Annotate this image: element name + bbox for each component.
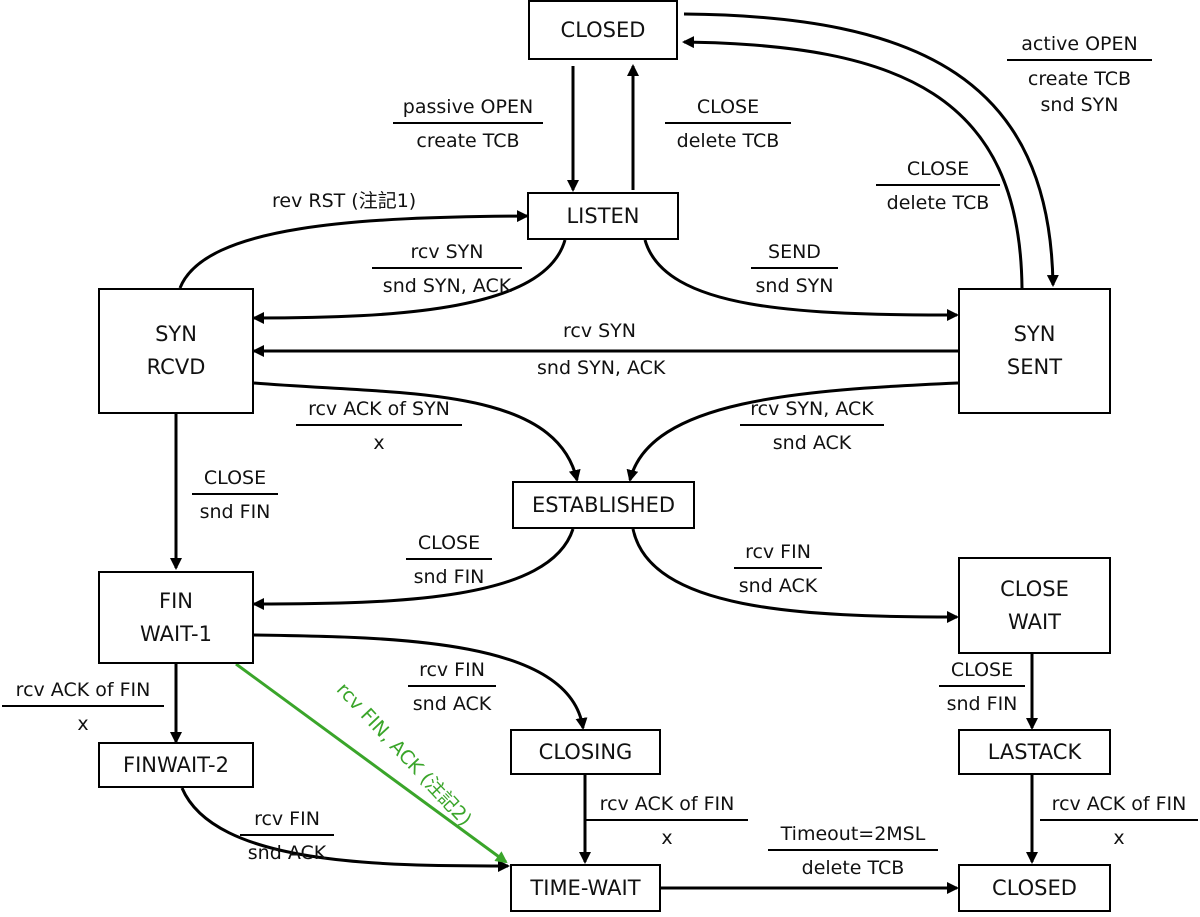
label-close-delete-synsent: CLOSE delete TCB bbox=[876, 158, 1000, 214]
label-rcv-ack-of-fin-fw1: rcv ACK of FIN x bbox=[2, 679, 164, 735]
label-divider bbox=[1040, 819, 1198, 821]
label-timeout: Timeout=2MSL delete TCB bbox=[768, 823, 938, 879]
label-divider bbox=[240, 834, 334, 836]
state-syn-rcvd: SYN RCVD bbox=[98, 288, 254, 414]
label-rcv-fin-est: rcv FIN snd ACK bbox=[734, 541, 822, 597]
label-rcv-syn-synsent-event: rcv SYN bbox=[563, 320, 637, 342]
arrow-rcv-syn-ack bbox=[626, 381, 959, 482]
arrow-rcv-fin-ack-green bbox=[235, 662, 508, 864]
state-established: ESTABLISHED bbox=[512, 481, 695, 529]
state-time-wait: TIME-WAIT bbox=[510, 864, 661, 912]
label-divider bbox=[408, 685, 496, 687]
label-divider bbox=[876, 184, 1000, 186]
arrow-rcv-fin-est bbox=[631, 528, 959, 623]
arrow-close-est bbox=[252, 528, 575, 610]
label-passive-open: passive OPEN create TCB bbox=[393, 96, 543, 152]
label-rcv-ack-of-syn: rcv ACK of SYN x bbox=[296, 398, 462, 454]
arrow-rcv-ack-of-syn bbox=[253, 381, 581, 482]
label-close-delete: CLOSE delete TCB bbox=[665, 96, 791, 152]
arrow-active-open bbox=[683, 12, 1059, 287]
label-divider bbox=[372, 267, 522, 269]
state-closed-bottom: CLOSED bbox=[958, 864, 1111, 912]
label-rcv-syn-ack: rcv SYN, ACK snd ACK bbox=[740, 398, 884, 454]
arrow-rev-rst bbox=[178, 210, 529, 289]
label-divider bbox=[296, 424, 462, 426]
label-divider bbox=[740, 424, 884, 426]
label-rev-rst: rev RST (注記1) bbox=[272, 190, 417, 212]
label-rcv-syn-listen: rcv SYN snd SYN, ACK bbox=[372, 241, 522, 297]
label-rcv-fin-fw1: rcv FIN snd ACK bbox=[408, 659, 496, 715]
label-close-snd-fin-cw: CLOSE snd FIN bbox=[939, 659, 1025, 715]
label-rcv-ack-of-fin-lastack: rcv ACK of FIN x bbox=[1040, 793, 1198, 849]
label-rcv-fin-fw2: rcv FIN snd ACK bbox=[240, 808, 334, 864]
label-close-snd-fin-est: CLOSE snd FIN bbox=[406, 532, 492, 588]
state-fin-wait-1: FIN WAIT-1 bbox=[98, 571, 254, 664]
state-syn-sent: SYN SENT bbox=[958, 288, 1111, 414]
label-active-open: active OPEN create TCB snd SYN bbox=[1007, 33, 1152, 118]
state-finwait-2: FINWAIT-2 bbox=[98, 742, 254, 788]
label-divider bbox=[734, 567, 822, 569]
label-divider bbox=[665, 122, 791, 124]
label-divider bbox=[768, 849, 938, 851]
label-divider bbox=[2, 705, 164, 707]
label-divider bbox=[406, 558, 492, 560]
label-divider bbox=[192, 493, 278, 495]
label-rcv-syn-synsent-action: snd SYN, ACK bbox=[537, 357, 666, 379]
label-divider bbox=[751, 267, 838, 269]
arrow-rcv-fin-fw1 bbox=[253, 633, 588, 730]
state-closing: CLOSING bbox=[510, 729, 661, 775]
state-closed-top: CLOSED bbox=[528, 0, 678, 60]
state-close-wait: CLOSE WAIT bbox=[958, 557, 1111, 654]
state-listen: LISTEN bbox=[527, 192, 679, 240]
arrow-rcv-syn-listen bbox=[252, 239, 567, 324]
label-divider bbox=[393, 122, 543, 124]
arrow-rcv-fin-fw2 bbox=[180, 787, 510, 872]
label-send: SEND snd SYN bbox=[751, 241, 838, 297]
arrow-close-synsent bbox=[682, 36, 1024, 289]
arrow-send bbox=[643, 239, 959, 321]
label-rcv-ack-of-fin-closing: rcv ACK of FIN x bbox=[586, 793, 748, 849]
label-divider bbox=[1007, 59, 1152, 61]
state-lastack: LASTACK bbox=[958, 729, 1111, 775]
label-divider bbox=[586, 819, 748, 821]
label-close-snd-fin-synrcvd: CLOSE snd FIN bbox=[192, 467, 278, 523]
label-divider bbox=[939, 685, 1025, 687]
